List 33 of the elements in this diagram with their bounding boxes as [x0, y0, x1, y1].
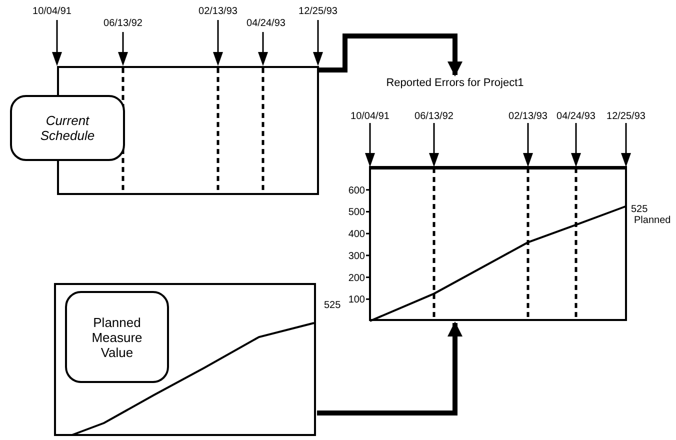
arrow [317, 322, 462, 416]
date-label: 12/25/93 [298, 6, 338, 17]
date-label: 04/24/93 [556, 111, 596, 122]
measure-box [65, 291, 169, 383]
date-label: 06/13/92 [414, 111, 454, 122]
y-tick-label: 400 [348, 229, 366, 240]
y-tick: 500 [348, 207, 370, 218]
box-text: Current Schedule [39, 113, 96, 143]
date-label: 02/13/93 [198, 6, 238, 17]
y-tick: 200 [348, 272, 370, 284]
y-tick-label: 600 [348, 185, 366, 196]
series-label: Planned [634, 215, 671, 226]
date-label: 10/04/91 [32, 6, 72, 17]
y-tick-label: 500 [348, 207, 366, 218]
y-tick-label: 200 [348, 272, 366, 284]
y-tick-label: 100 [348, 294, 366, 306]
value-label: 525 [631, 204, 648, 215]
y-tick: 600 [348, 185, 370, 196]
date-label: 06/13/92 [104, 18, 142, 29]
y-tick-label: 300 [348, 250, 366, 262]
arrow [319, 34, 462, 76]
box-text: Planned Measure Value [90, 314, 144, 360]
y-tick: 400 [348, 229, 370, 240]
date-label: 10/04/91 [350, 111, 390, 122]
date-label: 02/13/93 [508, 111, 548, 122]
date-label: 04/24/93 [246, 18, 286, 29]
chart-title: Reported Errors for Project1 [384, 77, 526, 90]
schedule-box [10, 95, 125, 161]
value-label: 525 [324, 300, 341, 311]
measure-frame [54, 283, 316, 436]
y-tick: 100 [348, 294, 370, 306]
y-tick: 300 [348, 250, 370, 262]
date-label: 12/25/93 [606, 111, 646, 122]
